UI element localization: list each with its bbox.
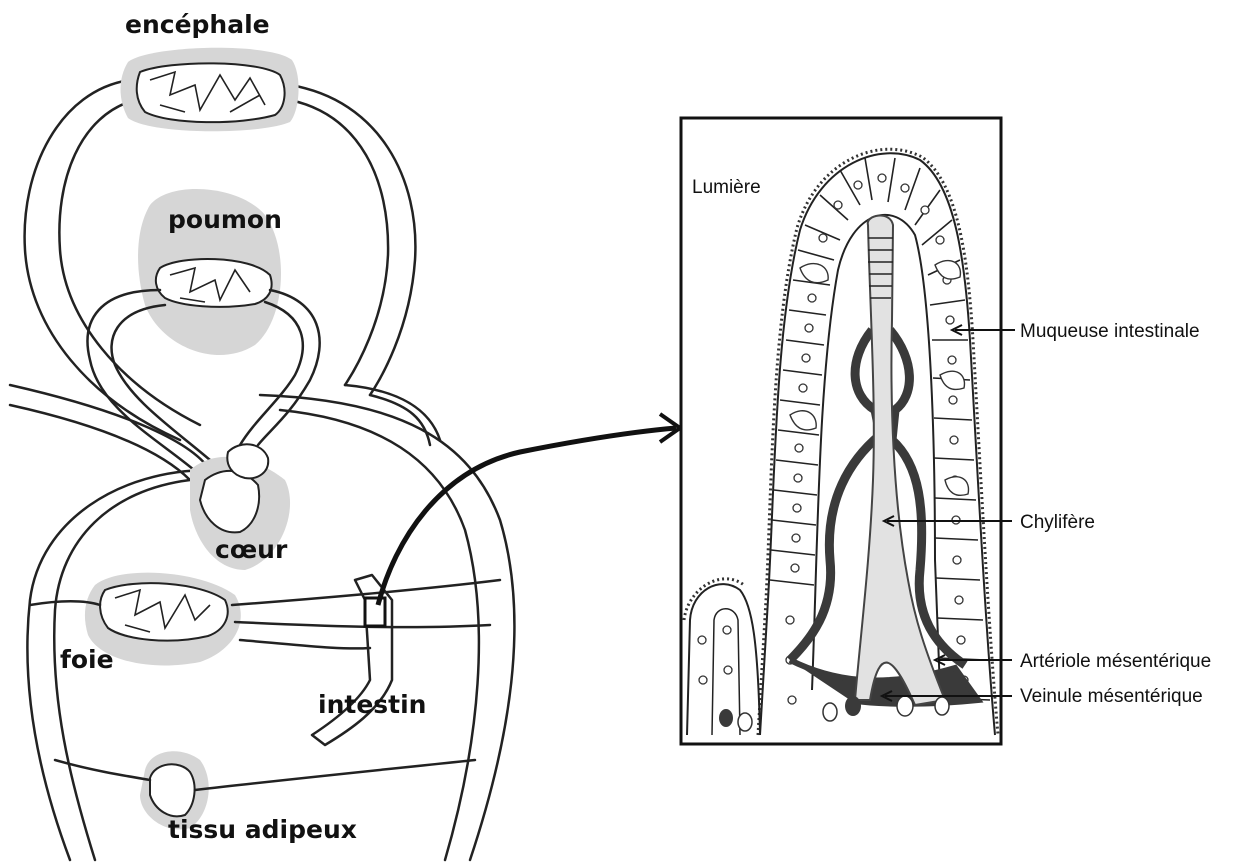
liver-vessel-right-2 xyxy=(235,622,490,627)
lower-loop-right-inner xyxy=(280,410,479,860)
label-lung: poumon xyxy=(168,205,282,234)
adipose-vessel-right xyxy=(195,760,475,790)
label-lumen: Lumière xyxy=(692,177,761,198)
label-heart: cœur xyxy=(215,535,288,564)
label-liver: foie xyxy=(60,645,114,674)
villus-inset: Lumière Muqueuse intestinale Chylifère A… xyxy=(681,118,1211,744)
label-intestine: intestin xyxy=(318,690,426,719)
circulation-system: encéphale poumon cœur foie intestin tiss… xyxy=(10,10,514,860)
systemic-loop-right-inner xyxy=(290,100,388,385)
intestine-vessel xyxy=(240,640,370,648)
intestine-zoom-box xyxy=(365,598,385,626)
label-lacteal: Chylifère xyxy=(1020,512,1095,533)
systemic-loop-right-outer xyxy=(290,85,415,395)
label-venule: Veinule mésentérique xyxy=(1020,686,1203,707)
label-brain: encéphale xyxy=(125,10,270,39)
heart-atrium xyxy=(227,444,268,478)
label-adipose: tissu adipeux xyxy=(168,815,357,844)
label-mucosa: Muqueuse intestinale xyxy=(1020,321,1200,342)
label-arteriole: Artériole mésentérique xyxy=(1020,651,1211,672)
zoom-arrow xyxy=(378,414,680,605)
liver-capillary-bed xyxy=(100,583,228,640)
lung-capillary-bed xyxy=(156,259,272,307)
